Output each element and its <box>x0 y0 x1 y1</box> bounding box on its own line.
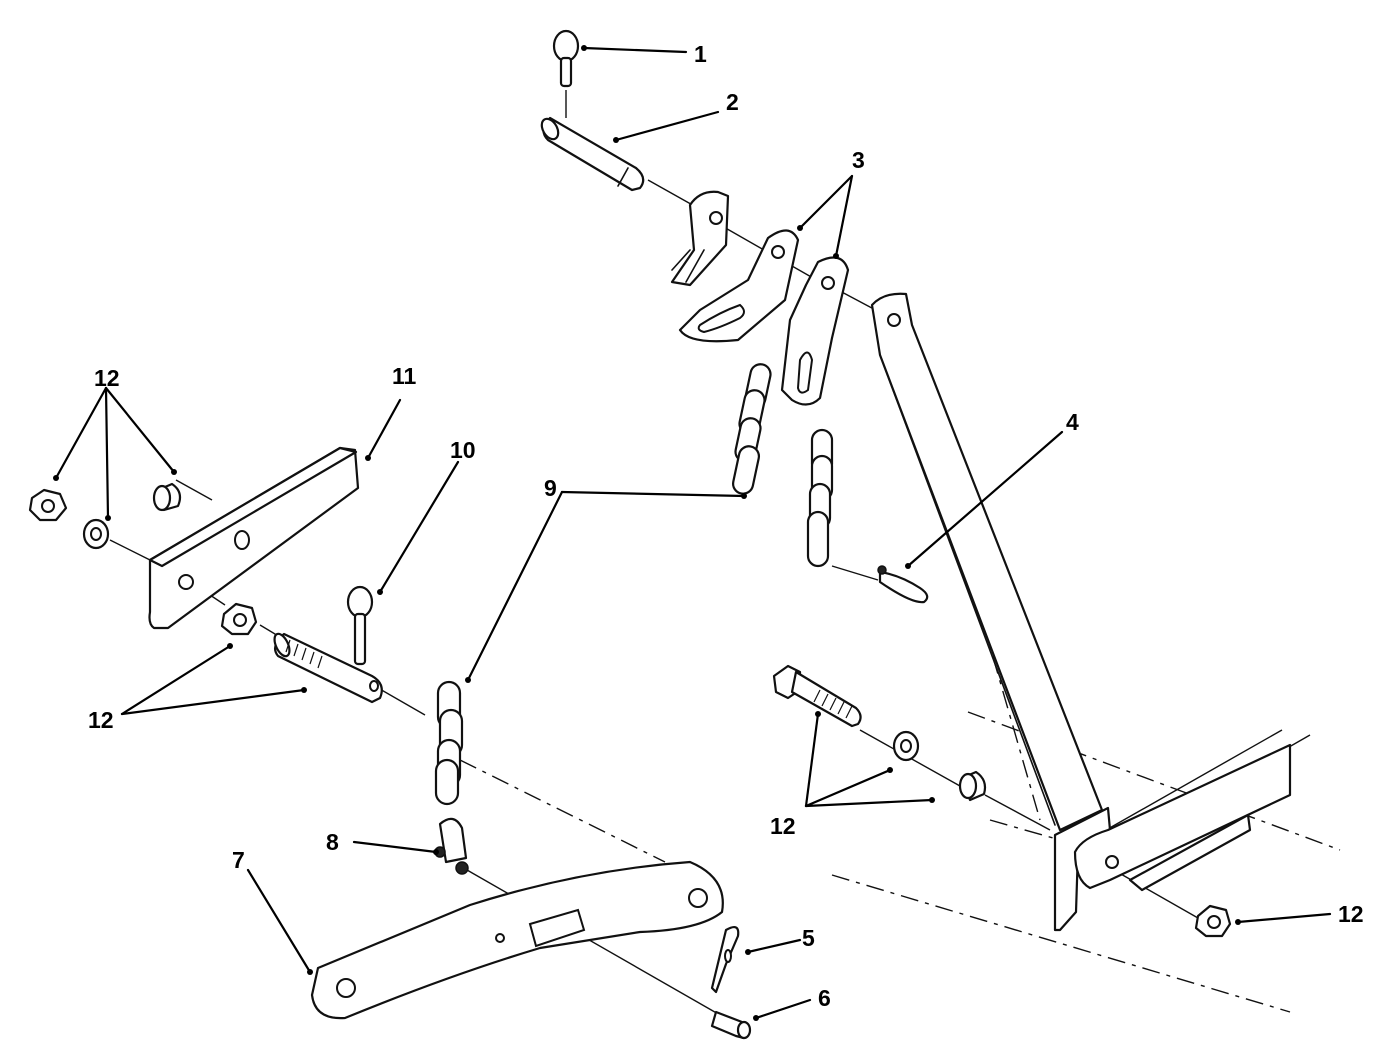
callout-2: 2 <box>726 89 739 115</box>
clevis-pin-top <box>540 116 645 192</box>
callout-8: 8 <box>326 829 339 855</box>
clevis <box>434 817 469 875</box>
callout-12-far-right: 12 <box>1338 901 1364 927</box>
callout-10: 10 <box>450 437 476 463</box>
callout-7: 7 <box>232 847 245 873</box>
callout-4: 4 <box>1066 409 1079 435</box>
callout-5: 5 <box>802 925 815 951</box>
hex-nut-left <box>28 488 68 522</box>
callout-3: 3 <box>852 147 865 173</box>
drawbar-plate <box>148 446 360 630</box>
callout-9: 9 <box>544 475 557 501</box>
callout-12-lower-left: 12 <box>88 707 114 733</box>
tractor-lift-bracket <box>670 190 730 287</box>
spacer-right <box>958 770 987 802</box>
callout-11: 11 <box>392 363 417 389</box>
small-clevis-pin <box>710 1010 752 1040</box>
hairpin-clip <box>710 926 740 994</box>
callout-12-upper-left: 12 <box>94 365 120 391</box>
lift-link-left <box>678 229 800 343</box>
lift-link-right <box>780 256 850 406</box>
hitch-bar <box>310 860 724 1020</box>
callout-1: 1 <box>694 41 707 67</box>
callout-6: 6 <box>818 985 831 1011</box>
washer-right <box>892 730 920 762</box>
hitch-pin-clip-left <box>346 585 374 666</box>
chain-lower <box>434 680 464 806</box>
spacer-left <box>152 482 182 512</box>
callout-12-right: 12 <box>770 813 796 839</box>
hex-nut-frame <box>1194 904 1232 938</box>
safety-pin <box>877 565 929 604</box>
leaders <box>53 45 1332 1021</box>
frame-bracket <box>1053 743 1292 932</box>
callout-labels: 1 2 3 4 5 6 7 8 9 10 11 12 12 12 12 <box>88 41 1364 1011</box>
threaded-pin <box>273 632 383 704</box>
chain-upper <box>731 363 772 495</box>
hitch-pin-clip-top <box>552 29 580 88</box>
hex-nut-drawbar <box>220 602 258 636</box>
chain-right <box>806 428 834 568</box>
lift-arm <box>870 292 1104 832</box>
bolt-right <box>772 664 862 728</box>
washer-left <box>82 518 110 550</box>
